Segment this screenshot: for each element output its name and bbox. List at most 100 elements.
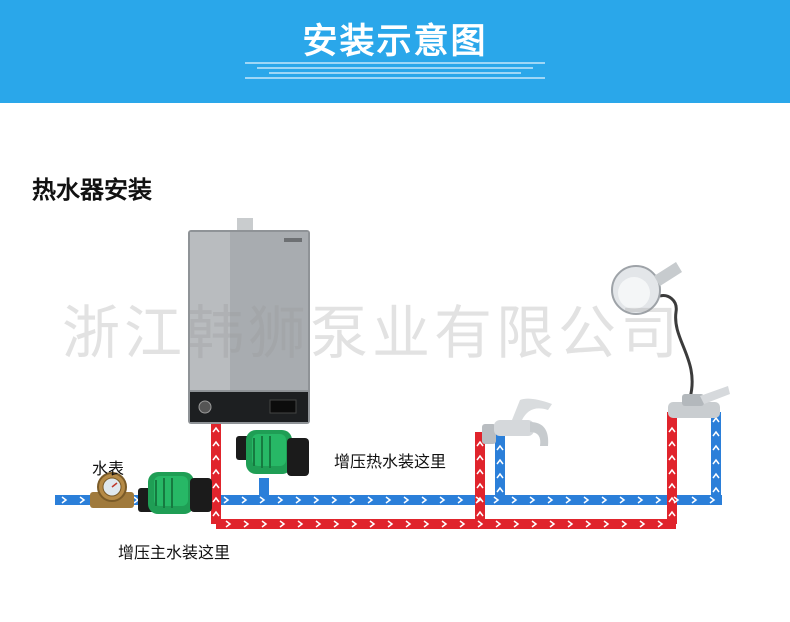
flow-arrow — [277, 496, 284, 504]
flow-arrow — [668, 510, 676, 517]
flow-arrow — [673, 496, 680, 504]
flow-arrow — [241, 496, 248, 504]
flow-arrow — [513, 520, 520, 528]
flow-arrow — [712, 486, 720, 493]
flow-arrow — [423, 520, 430, 528]
flow-arrow — [223, 496, 230, 504]
pump-main-icon — [138, 472, 212, 514]
flow-arrow — [421, 496, 428, 504]
flow-arrow — [387, 520, 394, 528]
flow-arrow — [496, 472, 504, 479]
pump-hot-icon — [236, 430, 309, 476]
flow-arrow — [61, 496, 68, 504]
flow-arrow — [385, 496, 392, 504]
water-heater-icon — [188, 218, 310, 424]
booster-hot-label: 增压热水装这里 — [334, 452, 447, 471]
flow-arrow — [531, 520, 538, 528]
flow-arrow — [655, 496, 662, 504]
flow-arrow — [668, 482, 676, 489]
flow-arrow — [212, 482, 220, 489]
flow-arrow — [657, 520, 664, 528]
flow-arrow — [225, 520, 232, 528]
flow-arrow — [367, 496, 374, 504]
flow-arrow — [333, 520, 340, 528]
flow-arrow — [637, 496, 644, 504]
flow-arrow — [459, 520, 466, 528]
flow-arrow — [259, 496, 266, 504]
flow-arrow — [496, 486, 504, 493]
flow-arrow — [712, 472, 720, 479]
flow-arrow — [441, 520, 448, 528]
flow-arrow — [668, 468, 676, 475]
flow-arrow — [351, 520, 358, 528]
water-meter-label: 水表 — [92, 459, 125, 478]
flow-arrow — [603, 520, 610, 528]
flow-arrow — [565, 496, 572, 504]
booster-main-label: 增压主水装这里 — [118, 543, 231, 562]
flow-arrow — [212, 426, 220, 433]
flow-arrow — [668, 440, 676, 447]
flow-arrow — [476, 482, 484, 489]
flow-arrow — [405, 520, 412, 528]
flow-arrow — [315, 520, 322, 528]
flow-arrow — [583, 496, 590, 504]
flow-arrow — [567, 520, 574, 528]
flow-arrow — [668, 454, 676, 461]
flow-arrow — [496, 444, 504, 451]
header-banner: 安装示意图 — [0, 0, 790, 103]
flow-arrow — [261, 520, 268, 528]
flow-arrow — [369, 520, 376, 528]
flow-arrow — [476, 454, 484, 461]
flow-arrow — [212, 454, 220, 461]
flow-arrow — [712, 458, 720, 465]
flow-arrow — [212, 468, 220, 475]
flow-arrow — [297, 520, 304, 528]
flow-arrow — [639, 520, 646, 528]
flow-arrow — [547, 496, 554, 504]
flow-arrow — [621, 520, 628, 528]
flow-arrow — [243, 520, 250, 528]
flow-arrow — [712, 416, 720, 423]
flow-arrow — [712, 430, 720, 437]
flow-arrow — [668, 426, 676, 433]
flow-arrow — [511, 496, 518, 504]
flow-arrow — [496, 458, 504, 465]
flow-arrow — [403, 496, 410, 504]
flow-arrow — [668, 496, 676, 503]
flow-arrow — [476, 510, 484, 517]
flow-arrow — [619, 496, 626, 504]
shower-head-icon — [611, 262, 694, 399]
flow-arrow — [313, 496, 320, 504]
flow-arrow — [457, 496, 464, 504]
mixer-valve-icon — [668, 386, 730, 418]
flow-arrow — [585, 520, 592, 528]
flow-arrow — [493, 496, 500, 504]
flow-arrow — [212, 440, 220, 447]
water-meter-icon — [90, 472, 134, 508]
flow-arrow — [529, 496, 536, 504]
flow-arrow — [495, 520, 502, 528]
flow-arrow — [212, 496, 220, 503]
flow-arrow — [712, 444, 720, 451]
flow-arrow — [476, 440, 484, 447]
flow-arrow — [476, 468, 484, 475]
flow-arrow — [691, 496, 698, 504]
flow-arrow — [212, 510, 220, 517]
flow-arrow — [477, 520, 484, 528]
flow-arrow — [295, 496, 302, 504]
flow-arrow — [601, 496, 608, 504]
flow-arrow — [709, 496, 716, 504]
banner-decorative-lines — [245, 62, 545, 82]
flow-arrow — [279, 520, 286, 528]
watermark-text: 浙江韩狮泵业有限公司 — [62, 299, 683, 367]
flow-arrow — [549, 520, 556, 528]
section-title: 热水器安装 — [32, 176, 152, 204]
page-title: 安装示意图 — [302, 22, 488, 62]
flow-arrow — [476, 496, 484, 503]
flow-arrow — [349, 496, 356, 504]
flow-arrow — [79, 496, 86, 504]
flow-arrow — [331, 496, 338, 504]
faucet-icon — [482, 398, 552, 446]
flow-arrow — [439, 496, 446, 504]
